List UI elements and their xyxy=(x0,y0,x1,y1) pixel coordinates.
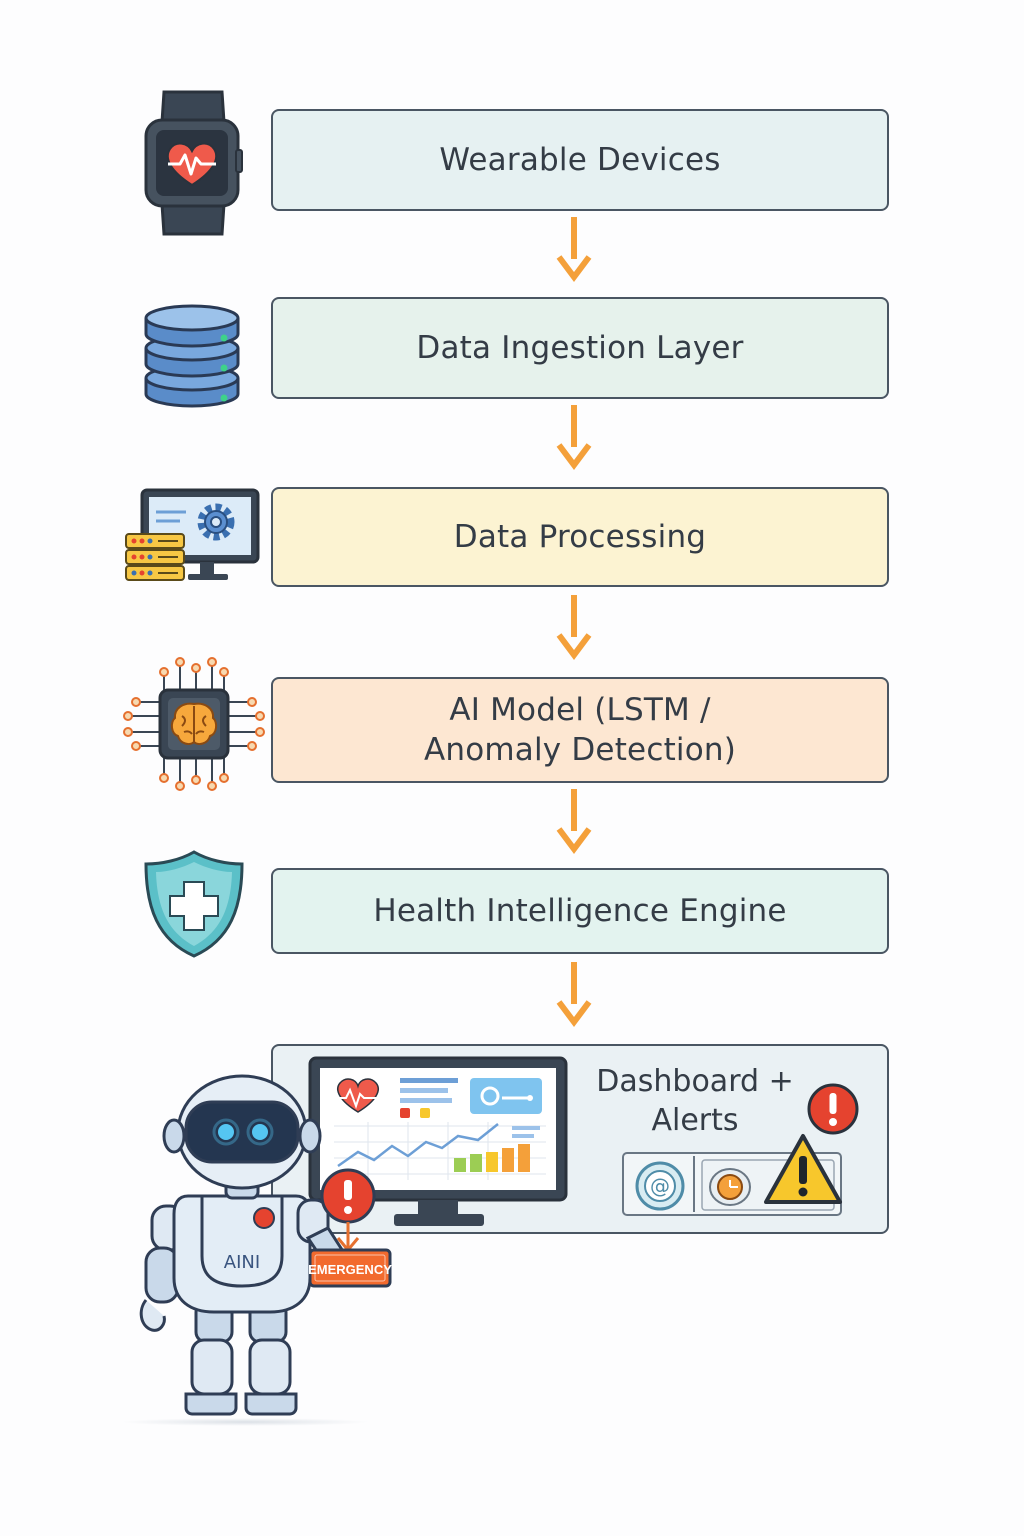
at-sign-icon: @ xyxy=(635,1161,685,1211)
flow-arrow-icon xyxy=(556,789,592,854)
database-icon xyxy=(144,304,240,408)
shield-cross-icon xyxy=(144,850,244,958)
stage-box-data-ingestion: Data Ingestion Layer xyxy=(271,297,889,399)
stage-box-ai-model: AI Model (LSTM / Anomaly Detection) xyxy=(271,677,889,783)
monitor-gear-icon xyxy=(125,488,260,581)
emergency-sign-label: EMERGENCY xyxy=(308,1262,392,1277)
stage-label: Health Intelligence Engine xyxy=(373,893,787,929)
brain-chip-icon xyxy=(123,657,265,791)
smartwatch-heart-icon xyxy=(144,90,243,236)
flow-arrow-icon xyxy=(556,217,592,282)
svg-text:@: @ xyxy=(650,1174,670,1198)
flow-arrow-icon xyxy=(556,595,592,660)
clock-icon xyxy=(709,1168,751,1206)
stage-box-wearable-devices: Wearable Devices xyxy=(271,109,889,211)
stage-label: Data Processing xyxy=(453,519,707,555)
warning-icon xyxy=(764,1134,842,1204)
robot-mascot: AINI EMERGENCY xyxy=(139,1074,392,1416)
flow-arrow-icon xyxy=(556,405,592,470)
stage-box-data-processing: Data Processing xyxy=(271,487,889,587)
flow-arrow-icon xyxy=(556,962,592,1027)
monitor-chart-icon xyxy=(308,1056,568,1226)
dashboard-label: Dashboard + Alerts xyxy=(596,1064,794,1138)
robot-chest-label: AINI xyxy=(224,1252,260,1273)
alert-icon xyxy=(807,1083,859,1135)
stage-box-health-engine: Health Intelligence Engine xyxy=(271,868,889,954)
floor-shadow xyxy=(120,1418,370,1426)
stage-label: Wearable Devices xyxy=(439,142,721,178)
stage-label: AI Model (LSTM / Anomaly Detection) xyxy=(423,692,737,768)
stage-label: Data Ingestion Layer xyxy=(416,330,744,366)
